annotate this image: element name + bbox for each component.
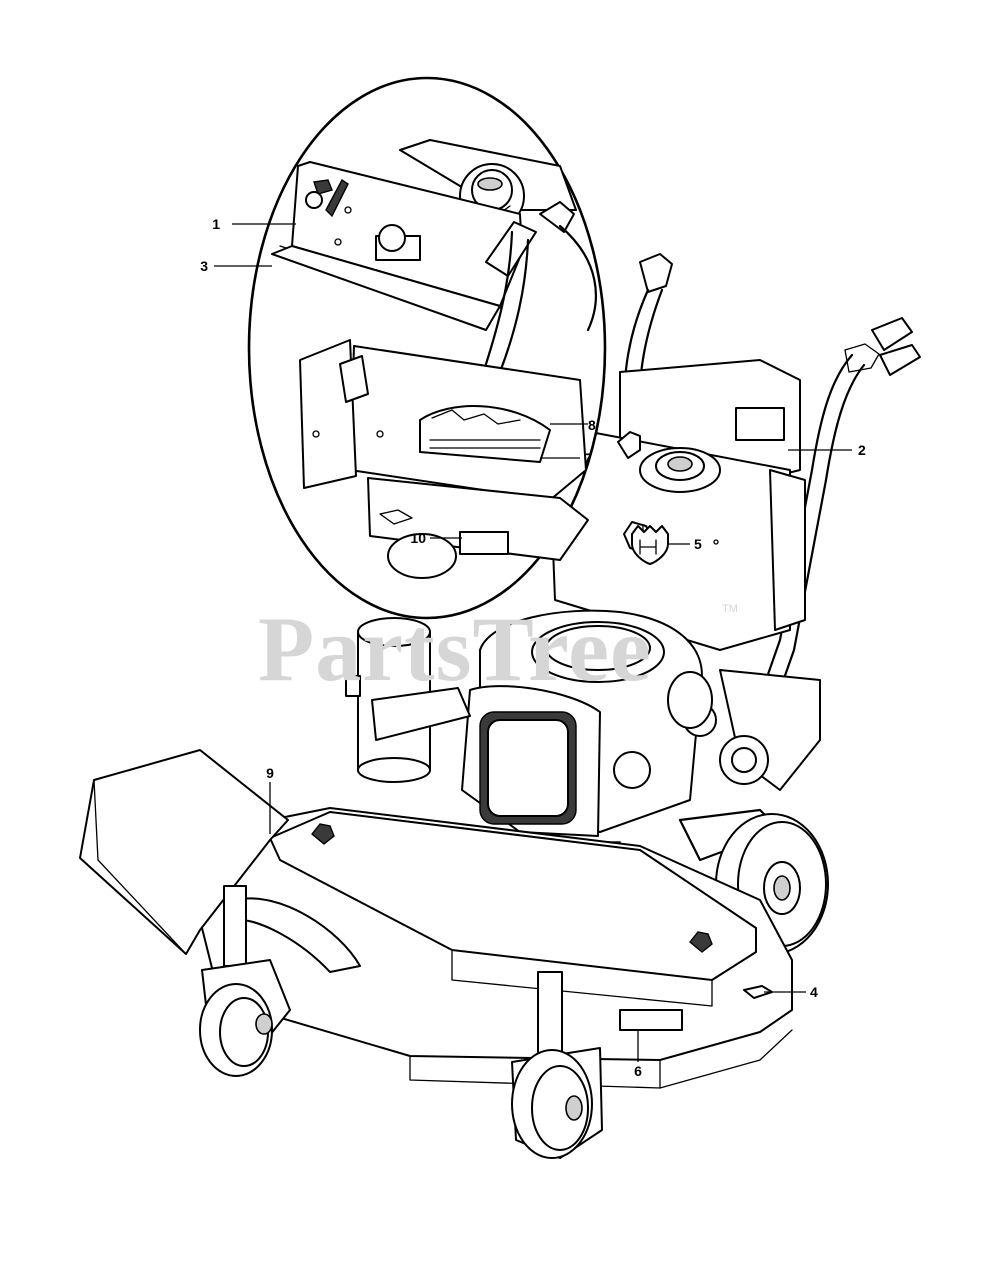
caster-left: [199, 885, 291, 1077]
caster-right: [511, 971, 603, 1159]
watermark: PartsTree TM: [258, 598, 738, 700]
watermark-text: PartsTree: [258, 598, 652, 700]
callout-4: 4: [810, 984, 818, 1000]
rear-body: [549, 359, 806, 651]
callout-2: 2: [858, 442, 866, 458]
callout-6: 6: [634, 1063, 642, 1079]
discharge-chute: [79, 749, 289, 955]
callout-7: 7: [584, 450, 592, 466]
callout-1: 1: [212, 216, 220, 232]
brand-logo-icon: [631, 525, 669, 565]
callout-8: 8: [588, 417, 596, 433]
callout-3: 3: [200, 258, 208, 274]
detail-view: [247, 76, 607, 620]
air-filter: [345, 617, 471, 783]
mower-illustration: [79, 253, 921, 1159]
watermark-tm: TM: [722, 603, 738, 615]
callout-9: 9: [266, 765, 274, 781]
mower-deck: [199, 807, 793, 1089]
callout-10: 10: [410, 530, 426, 546]
callouts: 1 2 3 4 5 6 7 8 9 10: [200, 216, 866, 1079]
frame-right: [678, 669, 821, 862]
callout-5: 5: [694, 536, 702, 552]
